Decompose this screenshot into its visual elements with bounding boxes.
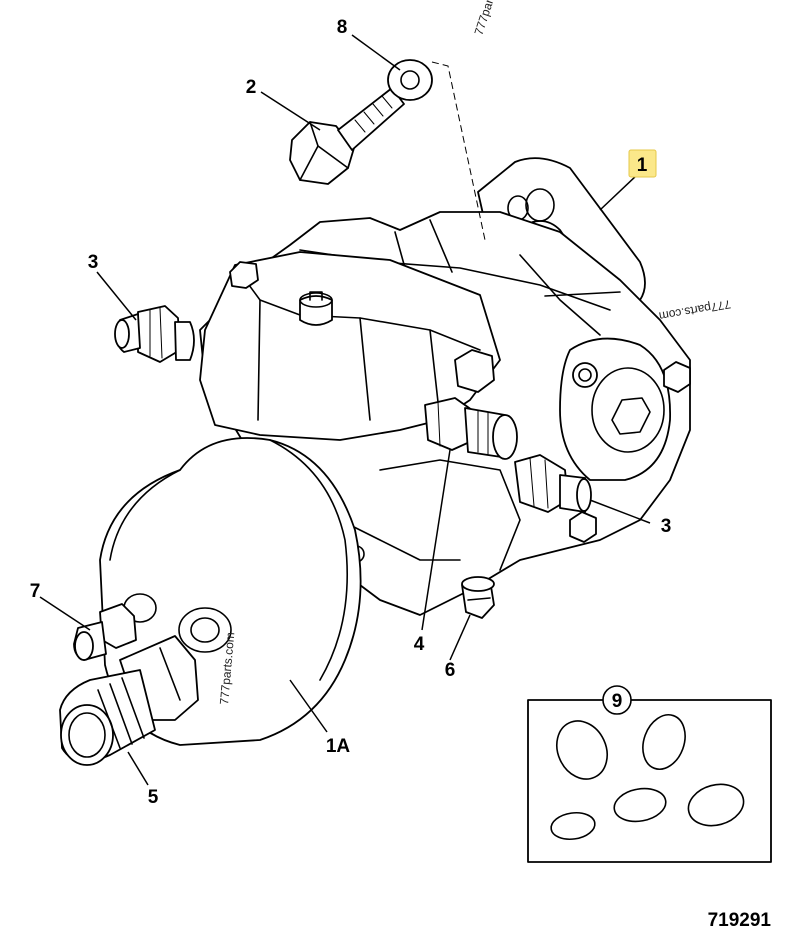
callout-7[interactable]: 7	[30, 581, 41, 602]
watermark-right: 777parts.com	[658, 297, 732, 323]
assembly-line	[431, 61, 486, 241]
watermark-left: 777parts.com	[217, 632, 237, 706]
fitting-large	[59, 635, 199, 766]
callout-9-circle	[602, 685, 632, 715]
plug-6	[461, 576, 495, 619]
callout-1[interactable]: 1	[637, 155, 648, 176]
callout-3-right[interactable]: 3	[661, 516, 672, 537]
watermark-top: 777parts.com	[472, 0, 508, 37]
callout-5[interactable]: 5	[148, 787, 159, 808]
leader-lines	[39, 34, 651, 786]
fitting-3-left	[114, 305, 195, 363]
callout-8[interactable]: 8	[337, 17, 348, 38]
drawing-number: 719291	[708, 910, 772, 931]
callout-1a[interactable]: 1A	[326, 736, 351, 757]
bolt-2	[289, 87, 405, 185]
callout-1-highlight	[628, 149, 657, 178]
seal-kit-box	[527, 699, 772, 863]
fitting-small	[73, 603, 137, 661]
callout-3-left[interactable]: 3	[88, 252, 99, 273]
fitting-3-right	[514, 454, 592, 513]
callout-6[interactable]: 6	[445, 660, 456, 681]
fitting-4	[424, 397, 518, 460]
callout-9[interactable]: 9	[612, 691, 623, 712]
callout-2[interactable]: 2	[246, 77, 257, 98]
callout-4[interactable]: 4	[414, 634, 425, 655]
